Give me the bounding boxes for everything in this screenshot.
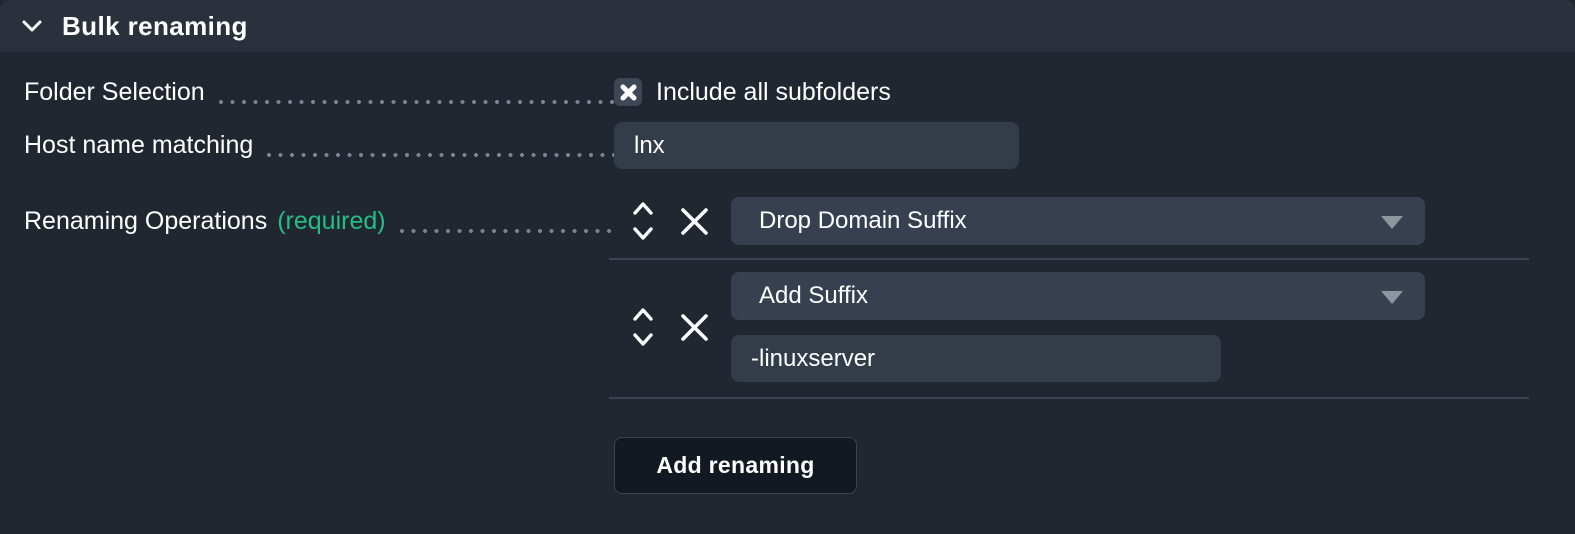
renaming-operations-label: Renaming Operations [24, 206, 268, 235]
form-row-folder-selection: Folder Selection Include all subfolders [24, 78, 1575, 106]
required-hint: (required) [277, 206, 386, 235]
include-subfolders-checkbox[interactable] [614, 78, 642, 106]
folder-selection-label-cell: Folder Selection [24, 78, 614, 106]
chevron-down-icon[interactable] [20, 18, 44, 34]
operation-divider [609, 397, 1529, 399]
operation-type-select[interactable]: Add Suffix [731, 272, 1425, 320]
operation-row-1: Drop Domain Suffix [614, 197, 1529, 245]
operation-divider [609, 258, 1529, 260]
operation-type-selected-value: Add Suffix [759, 282, 868, 309]
bulk-renaming-form: Folder Selection Include all subfolders [0, 52, 1575, 494]
dotted-leader [267, 153, 614, 157]
reorder-updown-icon[interactable] [630, 199, 656, 243]
delete-operation-icon[interactable] [678, 205, 711, 238]
host-name-matching-label: Host name matching [24, 131, 254, 159]
section-title: Bulk renaming [62, 10, 248, 41]
include-subfolders-label[interactable]: Include all subfolders [656, 77, 891, 106]
dropdown-arrow-icon [1381, 216, 1403, 230]
host-name-matching-input[interactable] [614, 122, 1019, 169]
dotted-leader [399, 228, 614, 233]
add-renaming-button[interactable]: Add renaming [614, 437, 857, 494]
section-header-bulk-renaming[interactable]: Bulk renaming [0, 0, 1575, 52]
operation-type-select[interactable]: Drop Domain Suffix [731, 197, 1425, 245]
dropdown-arrow-icon [1381, 291, 1403, 305]
suffix-value-input[interactable] [731, 335, 1221, 382]
renaming-operations-label-cell: Renaming Operations (required) [24, 197, 614, 245]
form-row-renaming-operations: Renaming Operations (required) [24, 197, 1575, 494]
operation-type-selected-value: Drop Domain Suffix [759, 207, 967, 234]
operation-row-2: Add Suffix [614, 272, 1529, 382]
dotted-leader [218, 99, 614, 104]
renaming-operations-list: Drop Domain Suffix [609, 197, 1529, 494]
reorder-updown-icon[interactable] [630, 305, 656, 349]
delete-operation-icon[interactable] [678, 311, 711, 344]
host-name-matching-label-cell: Host name matching [24, 122, 614, 169]
checkbox-cross-icon [620, 84, 637, 101]
form-row-host-name-matching: Host name matching [24, 122, 1575, 169]
folder-selection-label: Folder Selection [24, 77, 205, 106]
